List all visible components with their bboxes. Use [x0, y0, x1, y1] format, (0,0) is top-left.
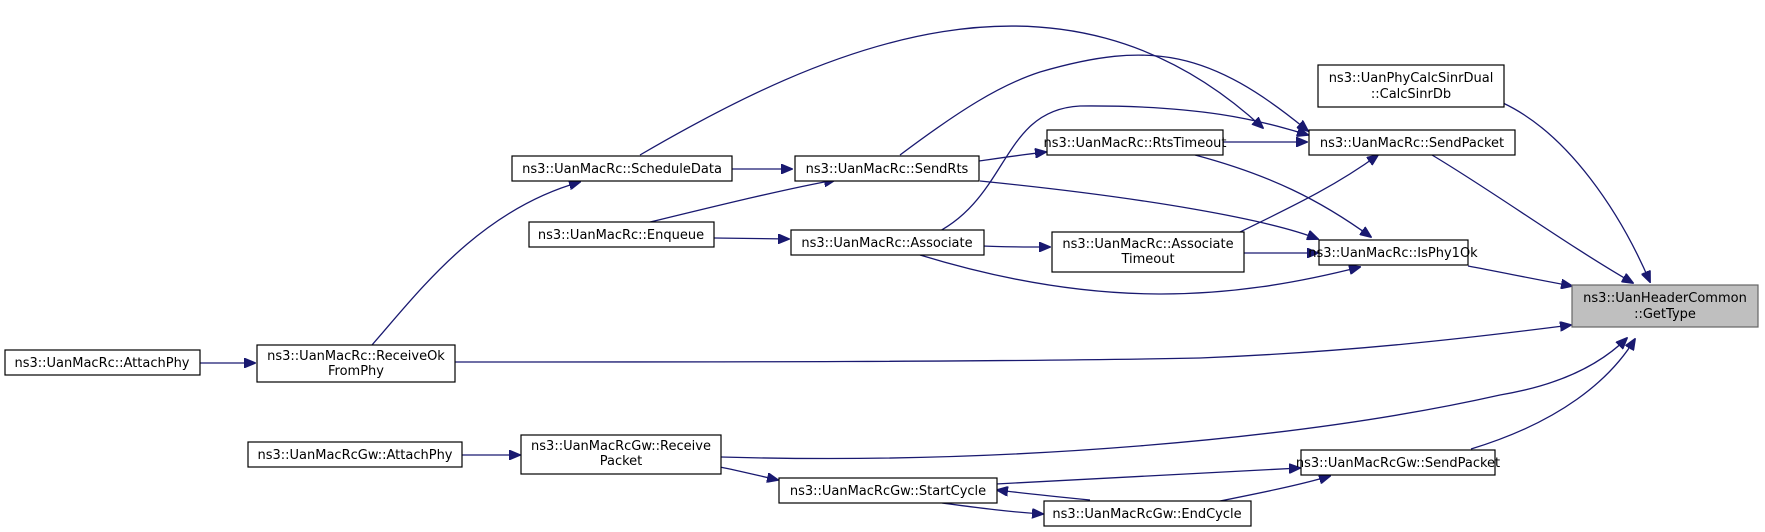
node-rc-rtstimeout[interactable]: ns3::UanMacRc::RtsTimeout	[1043, 129, 1227, 156]
edge-gwReceivePacket-getType	[720, 338, 1627, 460]
node-rc-scheduledata-label: ns3::UanMacRc::ScheduleData	[522, 162, 722, 177]
node-gw-startcycle[interactable]: ns3::UanMacRcGw::StartCycle	[778, 477, 998, 504]
edge-rcReceiveOkFromPhy-rcScheduleData	[371, 182, 580, 346]
node-gw-endcycle[interactable]: ns3::UanMacRcGw::EndCycle	[1043, 500, 1252, 527]
node-gw-attachphy-label: ns3::UanMacRcGw::AttachPhy	[257, 448, 452, 463]
edge-rcAssociateTimeout-rcSendPacket	[1229, 155, 1378, 238]
edge-rcEnqueue-rcSendRts	[633, 180, 835, 227]
node-rc-isphy1ok[interactable]: ns3::UanMacRc::IsPhy1Ok	[1308, 239, 1478, 266]
node-rc-attachphy[interactable]: ns3::UanMacRc::AttachPhy	[4, 349, 201, 376]
edge-gwSendPacket-getType	[1470, 339, 1635, 450]
edge-rcAssociate-rcSendPacket	[929, 105, 1308, 237]
node-rc-rtstimeout-label: ns3::UanMacRc::RtsTimeout	[1043, 136, 1226, 151]
node-gw-receivepacket[interactable]: ns3::UanMacRcGw::Receive Packet	[520, 434, 722, 475]
node-gw-attachphy[interactable]: ns3::UanMacRcGw::AttachPhy	[247, 441, 463, 468]
edge-rcReceiveOkFromPhy-getType	[454, 325, 1571, 363]
edges-layer	[200, 25, 1650, 514]
node-rc-enqueue[interactable]: ns3::UanMacRc::Enqueue	[528, 221, 715, 248]
edge-gwStartCycle-gwSendPacket	[995, 468, 1300, 485]
node-rc-sendpacket[interactable]: ns3::UanMacRc::SendPacket	[1308, 129, 1516, 156]
edge-gwEndCycle-gwStartCycle	[997, 490, 1091, 501]
node-calcsinrdb-line1: ns3::UanPhyCalcSinrDual	[1329, 71, 1494, 86]
edge-rcIsPhy1Ok-getType	[1467, 265, 1572, 286]
edge-calcSinrDb-getType	[1502, 102, 1650, 282]
node-rc-receiveokfromphy[interactable]: ns3::UanMacRc::ReceiveOk FromPhy	[256, 344, 456, 383]
edge-rcSendRts-rcIsPhy1Ok	[979, 180, 1318, 239]
edge-gwStartCycle-gwEndCycle	[941, 502, 1043, 514]
nodes-layer: ns3::UanHeaderCommon ::GetType ns3::UanP…	[4, 64, 1759, 527]
node-rc-sendrts[interactable]: ns3::UanMacRc::SendRts	[794, 155, 980, 182]
node-rc-isphy1ok-label: ns3::UanMacRc::IsPhy1Ok	[1308, 246, 1478, 261]
edge-rcScheduleData-rcSendPacket	[639, 25, 1263, 156]
node-rc-receiveokfromphy-line1: ns3::UanMacRc::ReceiveOk	[267, 349, 445, 364]
node-rc-associatetimeout[interactable]: ns3::UanMacRc::Associate Timeout	[1051, 231, 1245, 273]
edge-rcSendRts-rcSendPacket	[899, 54, 1308, 156]
node-gw-receivepacket-line2: Packet	[600, 454, 643, 469]
node-rc-associatetimeout-line2: Timeout	[1120, 252, 1174, 267]
node-rc-sendrts-label: ns3::UanMacRc::SendRts	[806, 162, 969, 177]
edge-rcAssociate-rcAssociateTimeout	[982, 246, 1050, 247]
node-calcsinrdb-line2: ::CalcSinrDb	[1371, 87, 1451, 102]
node-rc-enqueue-label: ns3::UanMacRc::Enqueue	[538, 228, 704, 243]
node-gw-sendpacket[interactable]: ns3::UanMacRcGw::SendPacket	[1296, 449, 1500, 476]
node-rc-receiveokfromphy-line2: FromPhy	[328, 364, 384, 379]
node-rc-associatetimeout-line1: ns3::UanMacRc::Associate	[1062, 237, 1233, 252]
node-gettype-line2: ::GetType	[1634, 307, 1696, 322]
node-rc-sendpacket-label: ns3::UanMacRc::SendPacket	[1320, 136, 1504, 151]
edge-rcRtsTimeout-rcIsPhy1Ok	[1194, 154, 1371, 237]
node-rc-associate-label: ns3::UanMacRc::Associate	[801, 236, 972, 251]
node-rc-associate[interactable]: ns3::UanMacRc::Associate	[790, 229, 985, 256]
node-calcsinrdb[interactable]: ns3::UanPhyCalcSinrDual ::CalcSinrDb	[1317, 64, 1505, 108]
edge-rcAssociate-rcIsPhy1Ok	[919, 254, 1360, 295]
node-gw-receivepacket-line1: ns3::UanMacRcGw::Receive	[531, 439, 711, 454]
node-rc-scheduledata[interactable]: ns3::UanMacRc::ScheduleData	[511, 155, 733, 182]
node-gettype[interactable]: ns3::UanHeaderCommon ::GetType	[1571, 284, 1759, 328]
node-gw-startcycle-label: ns3::UanMacRcGw::StartCycle	[790, 484, 986, 499]
node-gw-sendpacket-label: ns3::UanMacRcGw::SendPacket	[1296, 456, 1500, 471]
node-rc-attachphy-label: ns3::UanMacRc::AttachPhy	[14, 356, 189, 371]
node-gw-endcycle-label: ns3::UanMacRcGw::EndCycle	[1052, 507, 1241, 522]
edge-rcEnqueue-rcAssociate	[713, 238, 789, 239]
edge-rcSendPacket-getType	[1431, 154, 1633, 283]
edge-rcSendRts-rcRtsTimeout	[978, 152, 1046, 162]
edge-gwReceivePacket-gwStartCycle	[719, 466, 778, 480]
edge-gwEndCycle-gwSendPacket	[1209, 476, 1330, 504]
node-gettype-line1: ns3::UanHeaderCommon	[1583, 291, 1747, 306]
